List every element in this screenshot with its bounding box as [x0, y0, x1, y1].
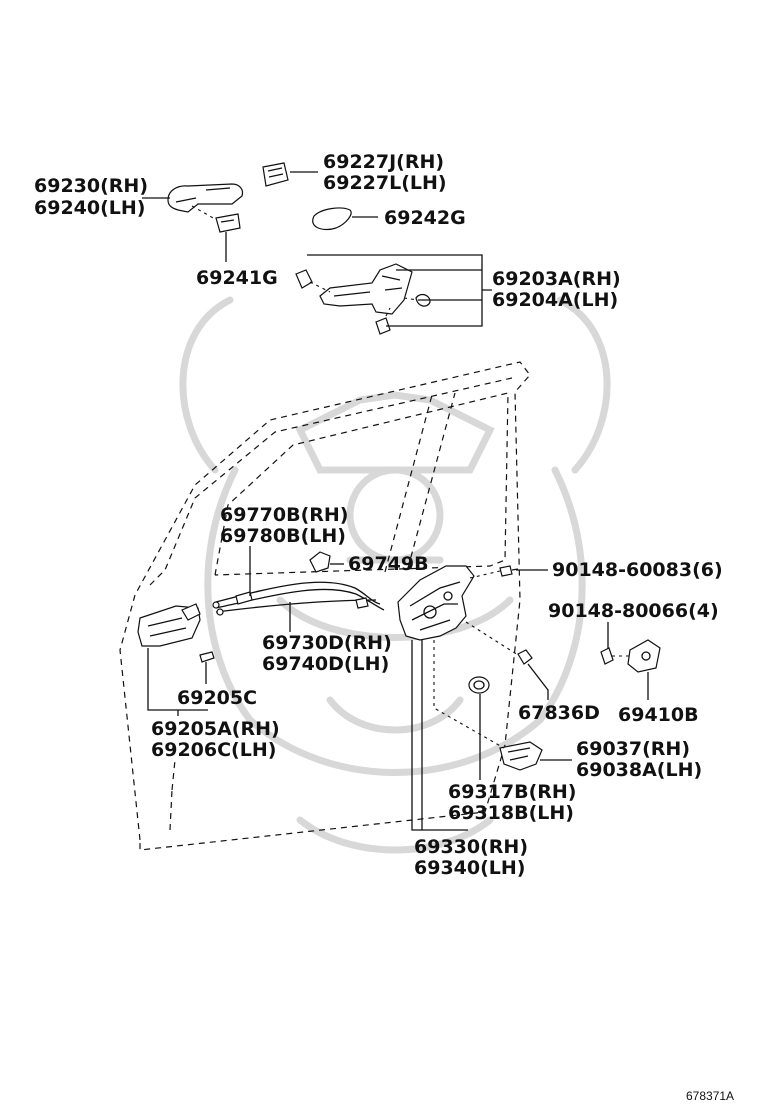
striker-screw-part [600, 647, 614, 665]
reference-code: 678371A [686, 1089, 734, 1103]
callout-outside-handle-lh: 69240(LH) [34, 197, 145, 219]
callout-outside-handle-rh: 69230(RH) [34, 175, 148, 197]
callout-handle-pad-lower: 69241G [196, 267, 278, 289]
callout-handle-pad-upper: 69242G [384, 207, 466, 229]
callout-door-striker: 69410B [618, 704, 699, 726]
door-outline [119, 361, 531, 851]
handle-pad-lower-part [215, 213, 241, 233]
callout-control-cable-rh: 69730D(RH) [262, 632, 392, 654]
callout-handle-frame-lh: 69204A(LH) [492, 289, 618, 311]
retainer-clip-part [517, 649, 533, 665]
callout-inside-handle-screw: 69205C [177, 687, 257, 709]
callout-door-lock-assy-lh: 69340(LH) [414, 857, 525, 879]
inside-handle-screw-part [199, 651, 215, 663]
cables-part [212, 581, 385, 616]
callout-striker-screw: 90148-80066(4) [548, 600, 719, 622]
door-striker-part [627, 639, 661, 673]
callout-lock-grommet-lh: 69318B(LH) [448, 802, 574, 824]
lock-screw-part [499, 565, 519, 577]
callout-labels: 69230(RH) 69240(LH) 69227J(RH) 69227L(LH… [34, 151, 734, 1103]
inside-handle-part [137, 603, 201, 647]
callout-lock-screw: 90148-60083(6) [552, 559, 723, 581]
callout-lock-grommet-rh: 69317B(RH) [448, 781, 576, 803]
callout-handle-frame-rh: 69203A(RH) [492, 268, 621, 290]
callout-lock-cover-lh: 69038A(LH) [576, 759, 702, 781]
callout-inside-handle-rh: 69205A(RH) [151, 718, 280, 740]
callout-control-cable-lh: 69740D(LH) [262, 653, 389, 675]
handle-frame-part [295, 263, 431, 335]
handle-pad-upper-part [312, 207, 352, 231]
leader-lines [142, 171, 649, 831]
callout-lock-cable-rh: 69770B(RH) [220, 504, 348, 526]
callout-retainer-clip: 67836D [518, 702, 600, 724]
callout-inside-handle-lh: 69206C(LH) [151, 739, 276, 761]
lock-cover-part [499, 741, 543, 771]
callout-handle-cover-rh: 69227J(RH) [323, 151, 444, 173]
callout-handle-cover-lh: 69227L(LH) [323, 172, 447, 194]
lock-grommet-part [468, 676, 490, 694]
callout-cable-clamp: 69749B [348, 553, 429, 575]
door-lock-assy-part [397, 565, 475, 641]
outside-handle-part [167, 183, 244, 213]
callout-lock-cover-rh: 69037(RH) [576, 738, 690, 760]
callout-door-lock-assy-rh: 69330(RH) [414, 836, 528, 858]
handle-cover-part [262, 162, 289, 187]
cable-clamp-part [309, 551, 331, 573]
callout-lock-cable-lh: 69780B(LH) [220, 525, 346, 547]
watermark-emblem [179, 296, 611, 854]
